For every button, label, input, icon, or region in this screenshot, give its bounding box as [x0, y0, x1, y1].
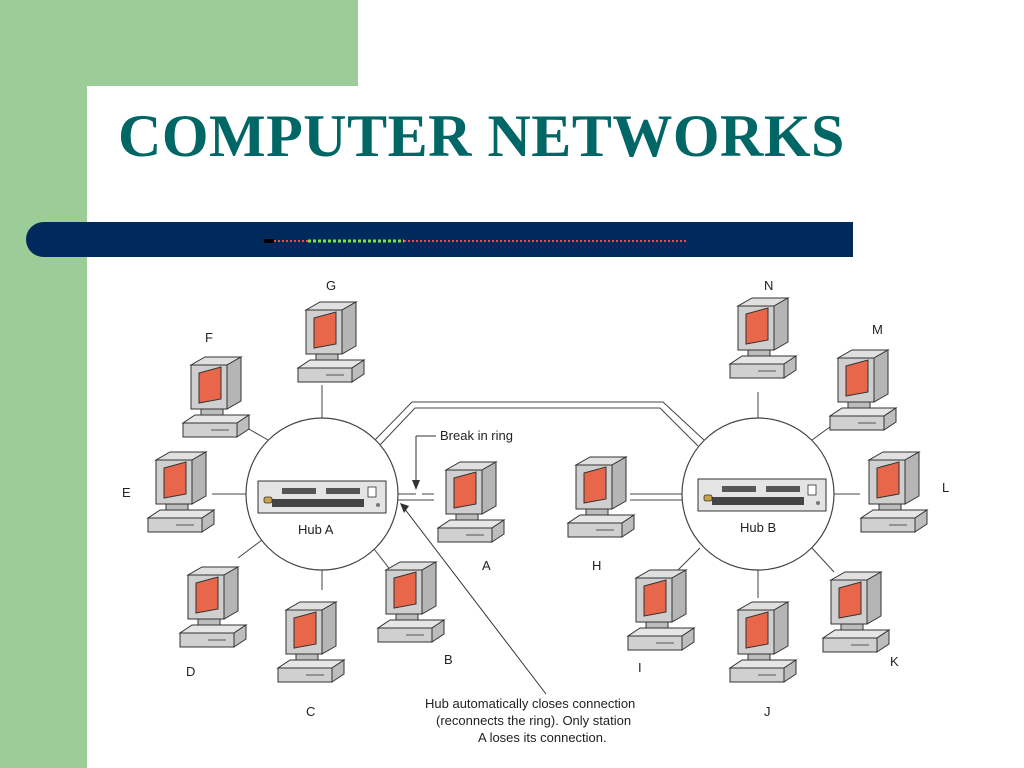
station-l-computer: [860, 451, 928, 533]
station-e-computer: [147, 451, 215, 533]
station-label-c: C: [306, 704, 315, 719]
station-g-computer: [297, 301, 365, 383]
station-label-k: K: [890, 654, 899, 669]
station-label-b: B: [444, 652, 453, 667]
slide-title: COMPUTER NETWORKS: [118, 103, 845, 169]
station-label-n: N: [764, 278, 773, 293]
title-underline-bar: [26, 222, 853, 257]
station-label-a: A: [482, 558, 491, 573]
hub-a-device: [257, 480, 387, 514]
station-k-computer: [822, 571, 890, 653]
station-b-computer: [377, 561, 445, 643]
break-in-ring-label: Break in ring: [440, 428, 513, 443]
station-label-j: J: [764, 704, 771, 719]
station-n-computer: [729, 297, 797, 379]
station-label-g: G: [326, 278, 336, 293]
station-label-i: I: [638, 660, 642, 675]
station-label-f: F: [205, 330, 213, 345]
hub-b-label: Hub B: [740, 520, 776, 535]
decorative-dotted-line: [264, 239, 688, 243]
station-label-m: M: [872, 322, 883, 337]
note-line-2: (reconnects the ring). Only station: [436, 713, 631, 728]
station-a-computer: [437, 461, 505, 543]
station-j-computer: [729, 601, 797, 683]
top-band: [0, 0, 358, 86]
side-band: [0, 0, 87, 768]
station-label-e: E: [122, 485, 131, 500]
station-c-computer: [277, 601, 345, 683]
station-d-computer: [179, 566, 247, 648]
note-line-3: A loses its connection.: [478, 730, 607, 745]
station-label-l: L: [942, 480, 949, 495]
station-label-d: D: [186, 664, 195, 679]
note-line-1: Hub automatically closes connection: [425, 696, 635, 711]
station-i-computer: [627, 569, 695, 651]
station-f-computer: [182, 356, 250, 438]
station-m-computer: [829, 349, 897, 431]
hub-a-label: Hub A: [298, 522, 334, 537]
station-label-h: H: [592, 558, 601, 573]
station-h-computer: [567, 456, 635, 538]
hub-b-device: [697, 478, 827, 512]
